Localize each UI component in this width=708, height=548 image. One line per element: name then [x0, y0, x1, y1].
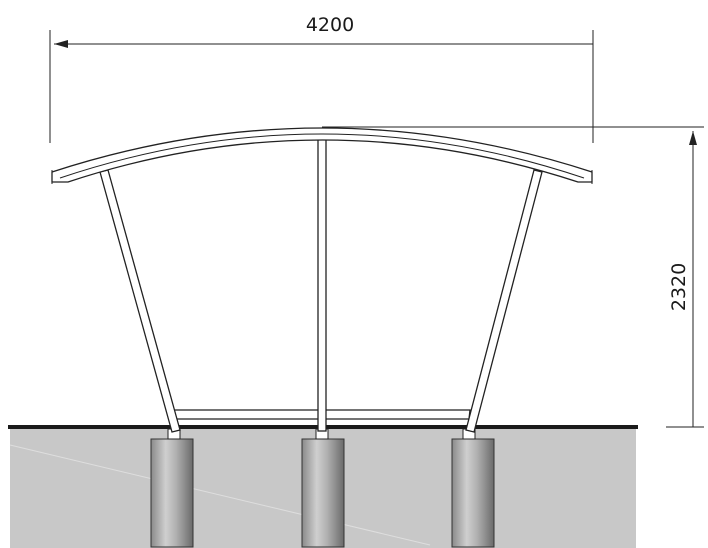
roof-arc: [51, 127, 593, 183]
height-dimension: 2320: [322, 126, 704, 428]
width-label: 4200: [306, 14, 354, 36]
footings: [150, 428, 495, 548]
frame: [51, 127, 593, 433]
post-right: [465, 169, 543, 433]
post-left: [99, 169, 181, 433]
height-label: 2320: [668, 263, 690, 311]
footing-right: [451, 438, 495, 548]
ground-hatch: [9, 444, 431, 546]
post-center: [317, 134, 327, 432]
footing-left: [150, 438, 194, 548]
width-dimension: 4200: [49, 14, 594, 143]
width-arrow-left: [54, 40, 68, 48]
roof-inner-line: [59, 133, 585, 179]
footing-center: [301, 438, 345, 548]
height-arrow-top: [689, 131, 697, 145]
